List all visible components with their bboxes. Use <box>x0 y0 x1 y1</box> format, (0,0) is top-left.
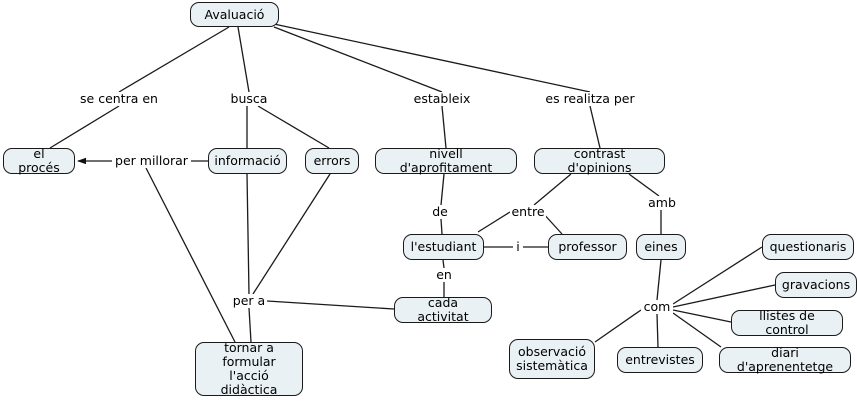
node-questionaris[interactable]: questionaris <box>762 234 854 260</box>
link-label-busca: busca <box>228 92 270 106</box>
link-label-se-centra-en: se centra en <box>77 92 161 106</box>
link-label-en: en <box>434 268 454 282</box>
node-estudiant[interactable]: l'estudiant <box>403 234 484 260</box>
node-informacio[interactable]: informació <box>208 148 287 174</box>
edge-es-realitza-per-to-contrast <box>589 105 601 149</box>
edge-contrast-to-entre <box>533 173 572 206</box>
node-llistes[interactable]: llistes de control <box>731 309 843 337</box>
edge-avaluacio-to-es-realitza-per <box>273 23 591 93</box>
edge-estudiant-to-en <box>442 259 445 269</box>
node-errors[interactable]: errors <box>305 148 359 174</box>
edge-de-to-estudiant <box>440 218 443 235</box>
node-contrast[interactable]: contrast d'opinions <box>534 147 665 175</box>
edge-per-millorar-to-tornar <box>145 167 236 343</box>
edge-informacio-to-per-a <box>246 173 250 295</box>
node-tornar[interactable]: tornar a formular l'acció didàctica <box>195 341 303 397</box>
edge-per-a-to-cada-act <box>266 300 395 310</box>
link-label-i: i <box>513 240 523 254</box>
edge-com-to-observacio <box>594 309 642 343</box>
edge-entre-to-estudiant <box>477 211 511 233</box>
edge-com-to-questionaris <box>672 246 763 305</box>
link-label-amb: amb <box>647 195 677 210</box>
link-label-per-a: per a <box>231 293 267 308</box>
node-entrevistes[interactable]: entrevistes <box>617 347 703 373</box>
link-label-estableix: estableix <box>413 91 471 106</box>
edge-nivell-to-de <box>440 173 445 206</box>
node-nivell[interactable]: nivell d'aprofitament <box>375 147 517 175</box>
link-label-com: com <box>641 300 673 314</box>
edge-avaluacio-to-se-centra-en <box>118 26 230 93</box>
node-observacio[interactable]: observació sistemàtica <box>509 339 595 379</box>
edge-contrast-to-amb <box>628 173 660 197</box>
node-cada-act[interactable]: cada activitat <box>394 296 492 324</box>
edge-com-to-llistes <box>672 309 732 323</box>
edge-eines-to-com <box>656 259 662 301</box>
node-gravacions[interactable]: gravacions <box>775 272 857 298</box>
link-label-de: de <box>430 205 450 219</box>
edge-com-to-entrevistes <box>656 313 659 348</box>
link-label-es-realitza-per: es realitza per <box>542 92 638 106</box>
edge-estableix-to-nivell <box>441 105 447 149</box>
node-el-proces[interactable]: el procés <box>3 147 75 175</box>
edge-com-to-gravacions <box>672 284 776 308</box>
edge-per-a-to-tornar <box>248 307 252 343</box>
edges-group <box>49 23 776 348</box>
edge-com-to-diari <box>672 312 722 348</box>
node-eines[interactable]: eines <box>636 234 686 260</box>
edge-avaluacio-to-busca <box>237 26 250 93</box>
edge-se-centra-en-to-el-proces <box>49 105 120 149</box>
edge-busca-to-errors <box>257 105 330 149</box>
node-professor[interactable]: professor <box>548 234 627 260</box>
node-avaluacio[interactable]: Avaluació <box>190 2 279 27</box>
edge-avaluacio-to-estableix <box>273 26 443 93</box>
node-diari[interactable]: diari d'aprenentetge <box>719 346 851 374</box>
link-label-per-millorar: per millorar <box>112 154 191 168</box>
link-label-entre: entre <box>510 204 546 219</box>
edge-errors-to-per-a <box>252 173 331 295</box>
